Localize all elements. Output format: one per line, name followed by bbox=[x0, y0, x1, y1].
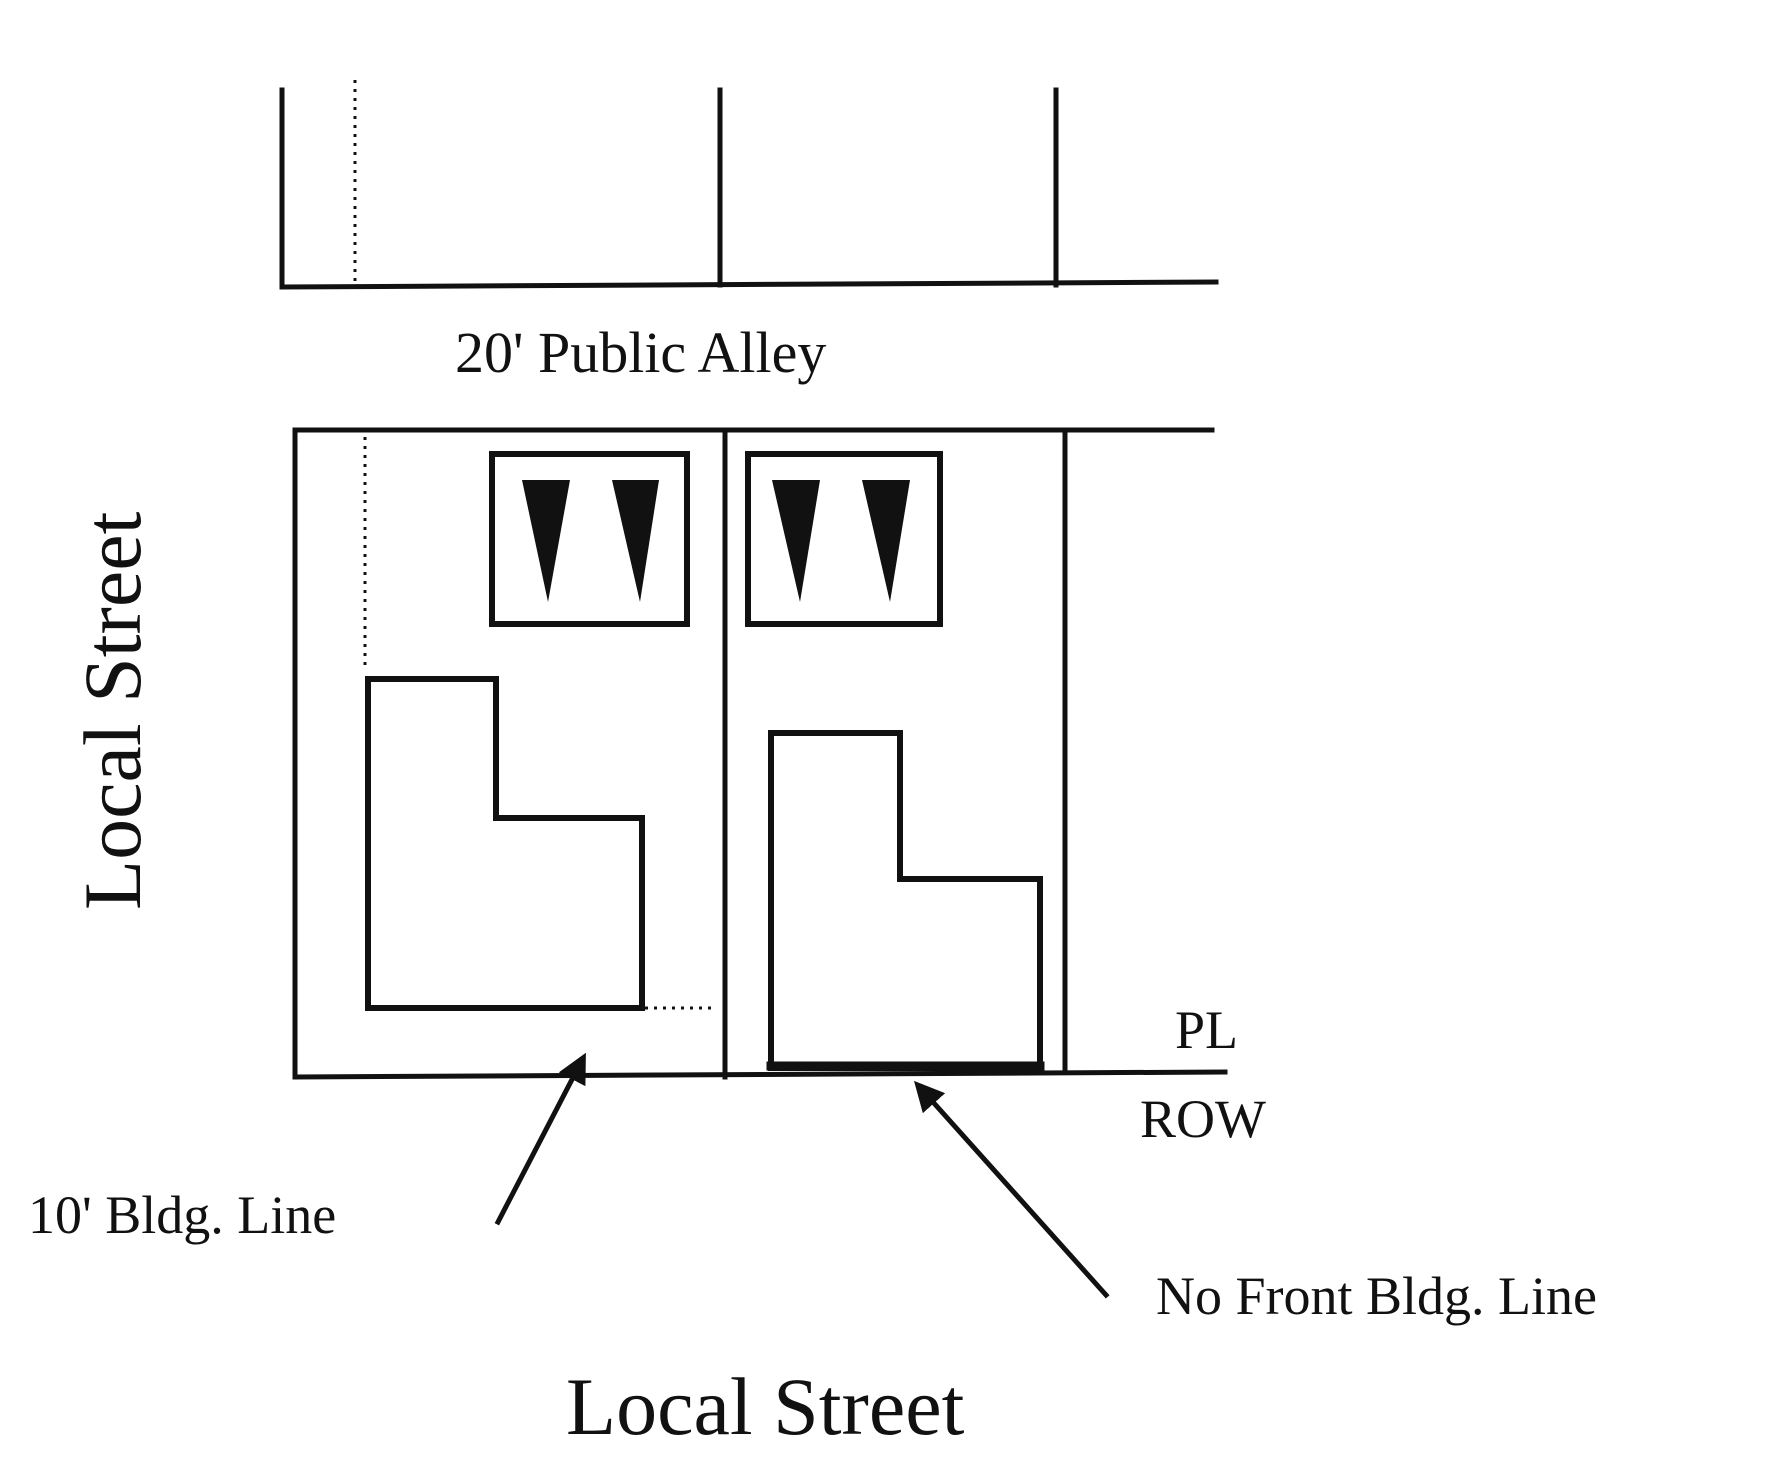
left-street-label: Local Street bbox=[67, 511, 158, 910]
parking-stall-triangle-icon bbox=[772, 480, 820, 602]
parking-pad-left bbox=[489, 451, 690, 627]
bottom-street-label: Local Street bbox=[566, 1361, 965, 1452]
parking-stall-triangle-icon bbox=[862, 480, 910, 602]
no-front-building-line-label: No Front Bldg. Line bbox=[1156, 1266, 1597, 1326]
lower-block bbox=[292, 427, 1228, 1080]
parking-stall-triangle-icon bbox=[522, 480, 570, 602]
alley-label: 20' Public Alley bbox=[455, 320, 826, 385]
parking-pad-right bbox=[745, 451, 943, 627]
upper-block bbox=[279, 80, 1219, 290]
arrow-icon bbox=[913, 1080, 1110, 1299]
parking-stall-triangle-icon bbox=[612, 480, 659, 602]
arrow-icon bbox=[494, 1052, 586, 1226]
pl-label: PL bbox=[1175, 1000, 1238, 1060]
ten-foot-building-line-label: 10' Bldg. Line bbox=[28, 1185, 336, 1245]
building-left bbox=[365, 676, 645, 1011]
row-label: ROW bbox=[1140, 1089, 1266, 1149]
building-right bbox=[768, 730, 1043, 1071]
